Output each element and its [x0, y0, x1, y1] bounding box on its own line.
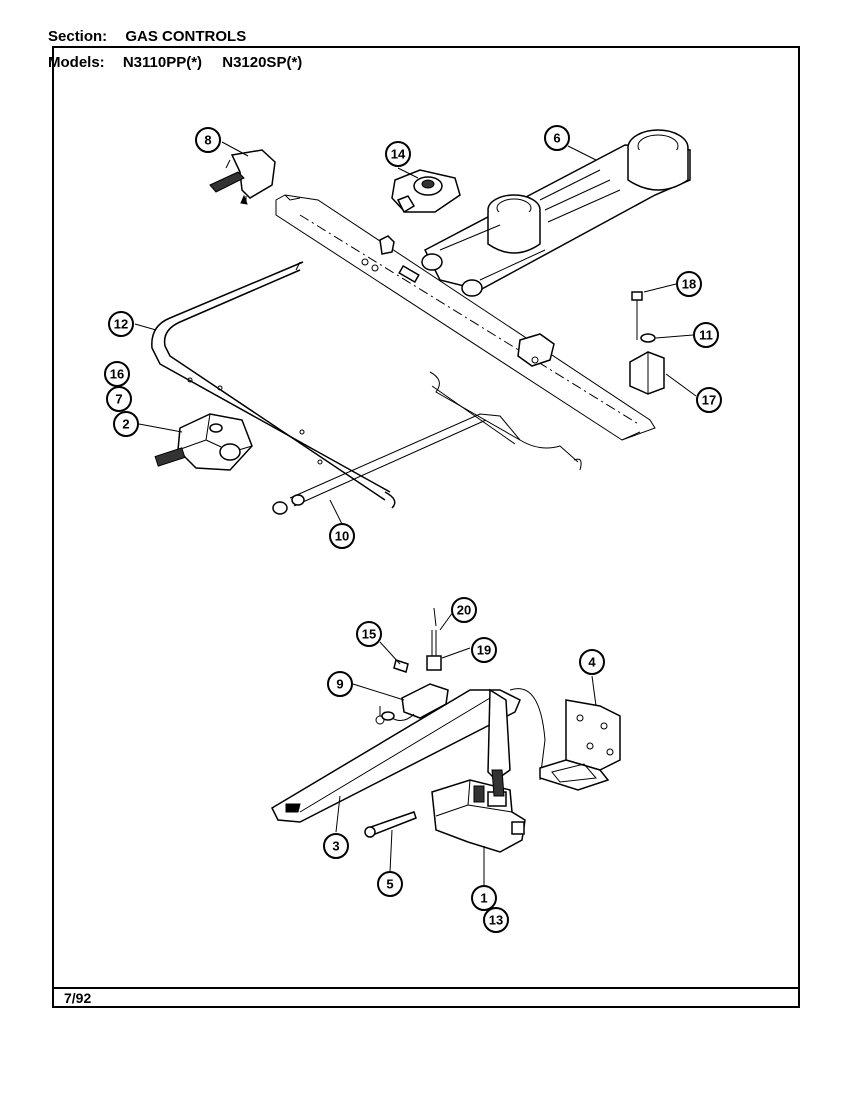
callout-6-label: 6 [553, 131, 560, 146]
screw-part [364, 811, 417, 838]
revision-date: 7/92 [64, 990, 92, 1006]
callout-11-label: 11 [699, 328, 713, 343]
callout-20-label: 20 [457, 603, 471, 618]
callout-20: 20 [451, 597, 477, 623]
model-number-1: N3110PP(*) [122, 54, 203, 71]
callout-12: 12 [108, 311, 134, 337]
callout-4-label: 4 [588, 655, 596, 670]
model-number-2: N3120SP(*) [222, 54, 303, 71]
diagram-frame [52, 46, 800, 1008]
section-value: GAS CONTROLS [125, 28, 247, 45]
callout-19-label: 19 [477, 643, 491, 658]
callout-17-label: 17 [702, 393, 716, 408]
footer-divider [52, 987, 800, 989]
callout-1-label: 1 [480, 891, 487, 906]
mounting-bracket-part [539, 699, 621, 791]
callout-18: 18 [676, 271, 702, 297]
callout-6: 6 [544, 125, 570, 151]
ignition-switch-part [209, 149, 276, 205]
callout-16: 16 [104, 361, 130, 387]
callout-10: 10 [329, 523, 355, 549]
burner-assembly-part [421, 129, 691, 297]
callout-8: 8 [195, 127, 221, 153]
callout-2-label: 2 [122, 417, 129, 432]
callout-3: 3 [323, 833, 349, 859]
callout-9-label: 9 [336, 677, 343, 692]
thermocouple-lead-part [272, 371, 582, 515]
pilot-ignitor-assembly [381, 607, 449, 721]
manifold-rail [275, 194, 656, 441]
valve-holder-part [391, 169, 461, 214]
gas-tube-part [151, 261, 396, 509]
oven-thermostat-part [431, 769, 526, 853]
callout-14-label: 14 [391, 147, 406, 162]
callout-2: 2 [113, 411, 139, 437]
leader-lines [134, 141, 697, 886]
callout-18-label: 18 [682, 277, 696, 292]
callout-5: 5 [377, 871, 403, 897]
callout-1: 1 [471, 885, 497, 911]
callout-5-label: 5 [386, 877, 393, 892]
callout-19: 19 [471, 637, 497, 663]
callout-10-label: 10 [335, 529, 349, 544]
gas-valve-part [154, 413, 253, 471]
section-label: Section: [48, 28, 108, 45]
callout-4: 4 [579, 649, 605, 675]
models-heading: Models: N3110PP(*) N3120SP(*) [48, 54, 302, 71]
callout-8-label: 8 [204, 133, 211, 148]
callout-17: 17 [696, 387, 722, 413]
callout-11: 11 [693, 322, 719, 348]
callout-14: 14 [385, 141, 411, 167]
callout-13: 13 [483, 907, 509, 933]
callout-9: 9 [327, 671, 353, 697]
callout-3-label: 3 [332, 839, 339, 854]
callout-15: 15 [356, 621, 382, 647]
screw-washer-bracket-group [629, 291, 665, 395]
callout-13-label: 13 [489, 913, 503, 928]
callout-15-label: 15 [362, 627, 376, 642]
callout-12-label: 12 [114, 317, 128, 332]
callout-16-label: 16 [110, 367, 124, 382]
callout-7-label: 7 [115, 392, 122, 407]
oven-burner-tube-part [271, 688, 546, 823]
callout-7: 7 [106, 386, 132, 412]
models-label: Models: [48, 54, 105, 71]
section-heading: Section: GAS CONTROLS [48, 28, 246, 45]
